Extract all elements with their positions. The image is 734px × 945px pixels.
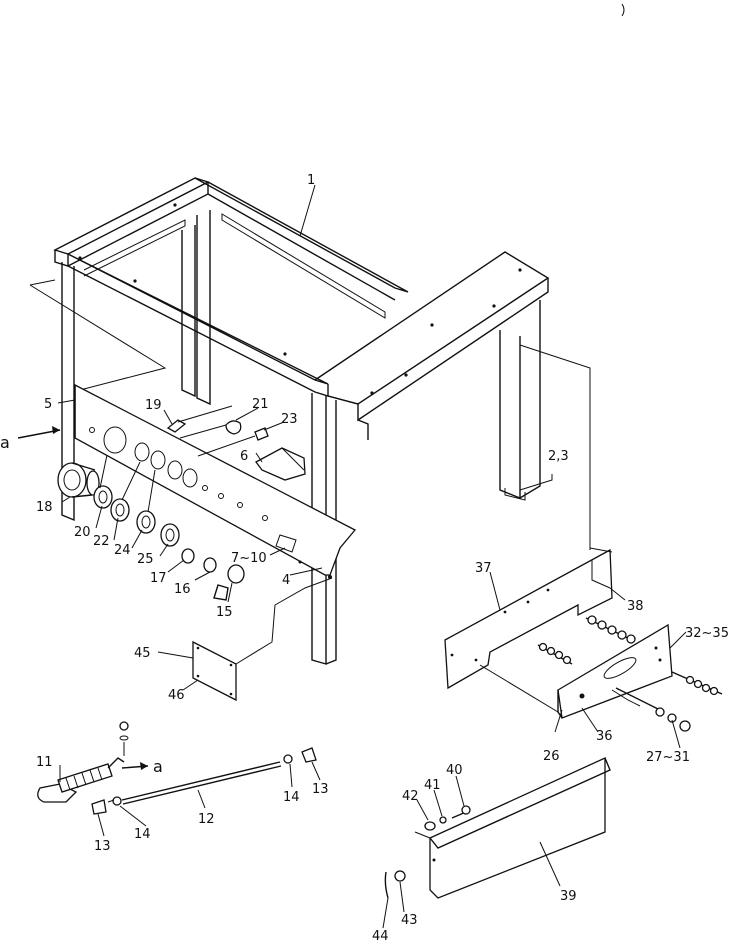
callout-labels: 1 2,3 4 5 6 7~10 11 12 13 13 14 14 15 16… — [0, 173, 729, 944]
callout-36: 36 — [596, 729, 613, 744]
callout-42: 42 — [402, 789, 419, 804]
callout-2-3: 2,3 — [548, 449, 569, 464]
callout-24: 24 — [114, 543, 131, 558]
view-marker-a-panel: a — [0, 433, 10, 452]
callout-1: 1 — [307, 173, 315, 188]
callout-43: 43 — [401, 913, 418, 928]
callout-14-left: 14 — [134, 827, 151, 842]
callout-6: 6 — [240, 449, 248, 464]
callout-11: 11 — [36, 755, 53, 770]
leader-lines — [57, 184, 687, 929]
callout-22: 22 — [93, 534, 110, 549]
callout-37: 37 — [475, 561, 492, 576]
callout-23: 23 — [281, 412, 298, 427]
callout-19: 19 — [145, 398, 162, 413]
callout-18: 18 — [36, 500, 53, 515]
instrument-panel — [74, 383, 357, 579]
cover-plate-45 — [192, 577, 333, 702]
panel-components — [166, 405, 306, 481]
callout-13-left: 13 — [94, 839, 111, 854]
callout-15: 15 — [216, 605, 233, 620]
callout-12: 12 — [198, 812, 215, 827]
callout-4: 4 — [282, 573, 290, 588]
throttle-cable-assembly — [37, 721, 317, 815]
callout-7-10: 7~10 — [231, 551, 267, 566]
callout-27-31: 27~31 — [646, 750, 690, 765]
callout-21: 21 — [252, 397, 269, 412]
callout-44: 44 — [372, 929, 389, 941]
callout-41: 41 — [424, 778, 441, 793]
callout-20: 20 — [74, 525, 91, 540]
callout-17: 17 — [150, 571, 167, 586]
callout-45: 45 — [134, 646, 151, 661]
view-marker-a-cable: a — [153, 757, 163, 776]
cover-39 — [384, 756, 611, 899]
frame-assembly — [29, 177, 550, 665]
callout-16: 16 — [174, 582, 191, 597]
callout-32-35: 32~35 — [685, 626, 729, 641]
hardware-sets — [537, 615, 723, 732]
callout-14-right: 14 — [283, 790, 300, 805]
mounting-plate-37 — [444, 548, 613, 690]
view-arrows — [17, 426, 149, 770]
bracket-26 — [479, 344, 673, 719]
callout-39: 39 — [560, 889, 577, 904]
callout-5: 5 — [44, 397, 52, 412]
corner-mark — [621, 3, 625, 17]
callout-46: 46 — [168, 688, 185, 703]
callout-26: 26 — [543, 749, 560, 764]
callout-25: 25 — [137, 552, 154, 567]
callout-38: 38 — [627, 599, 644, 614]
gauge-cluster — [57, 454, 245, 601]
callout-40: 40 — [446, 763, 463, 778]
callout-13-right: 13 — [312, 782, 329, 797]
